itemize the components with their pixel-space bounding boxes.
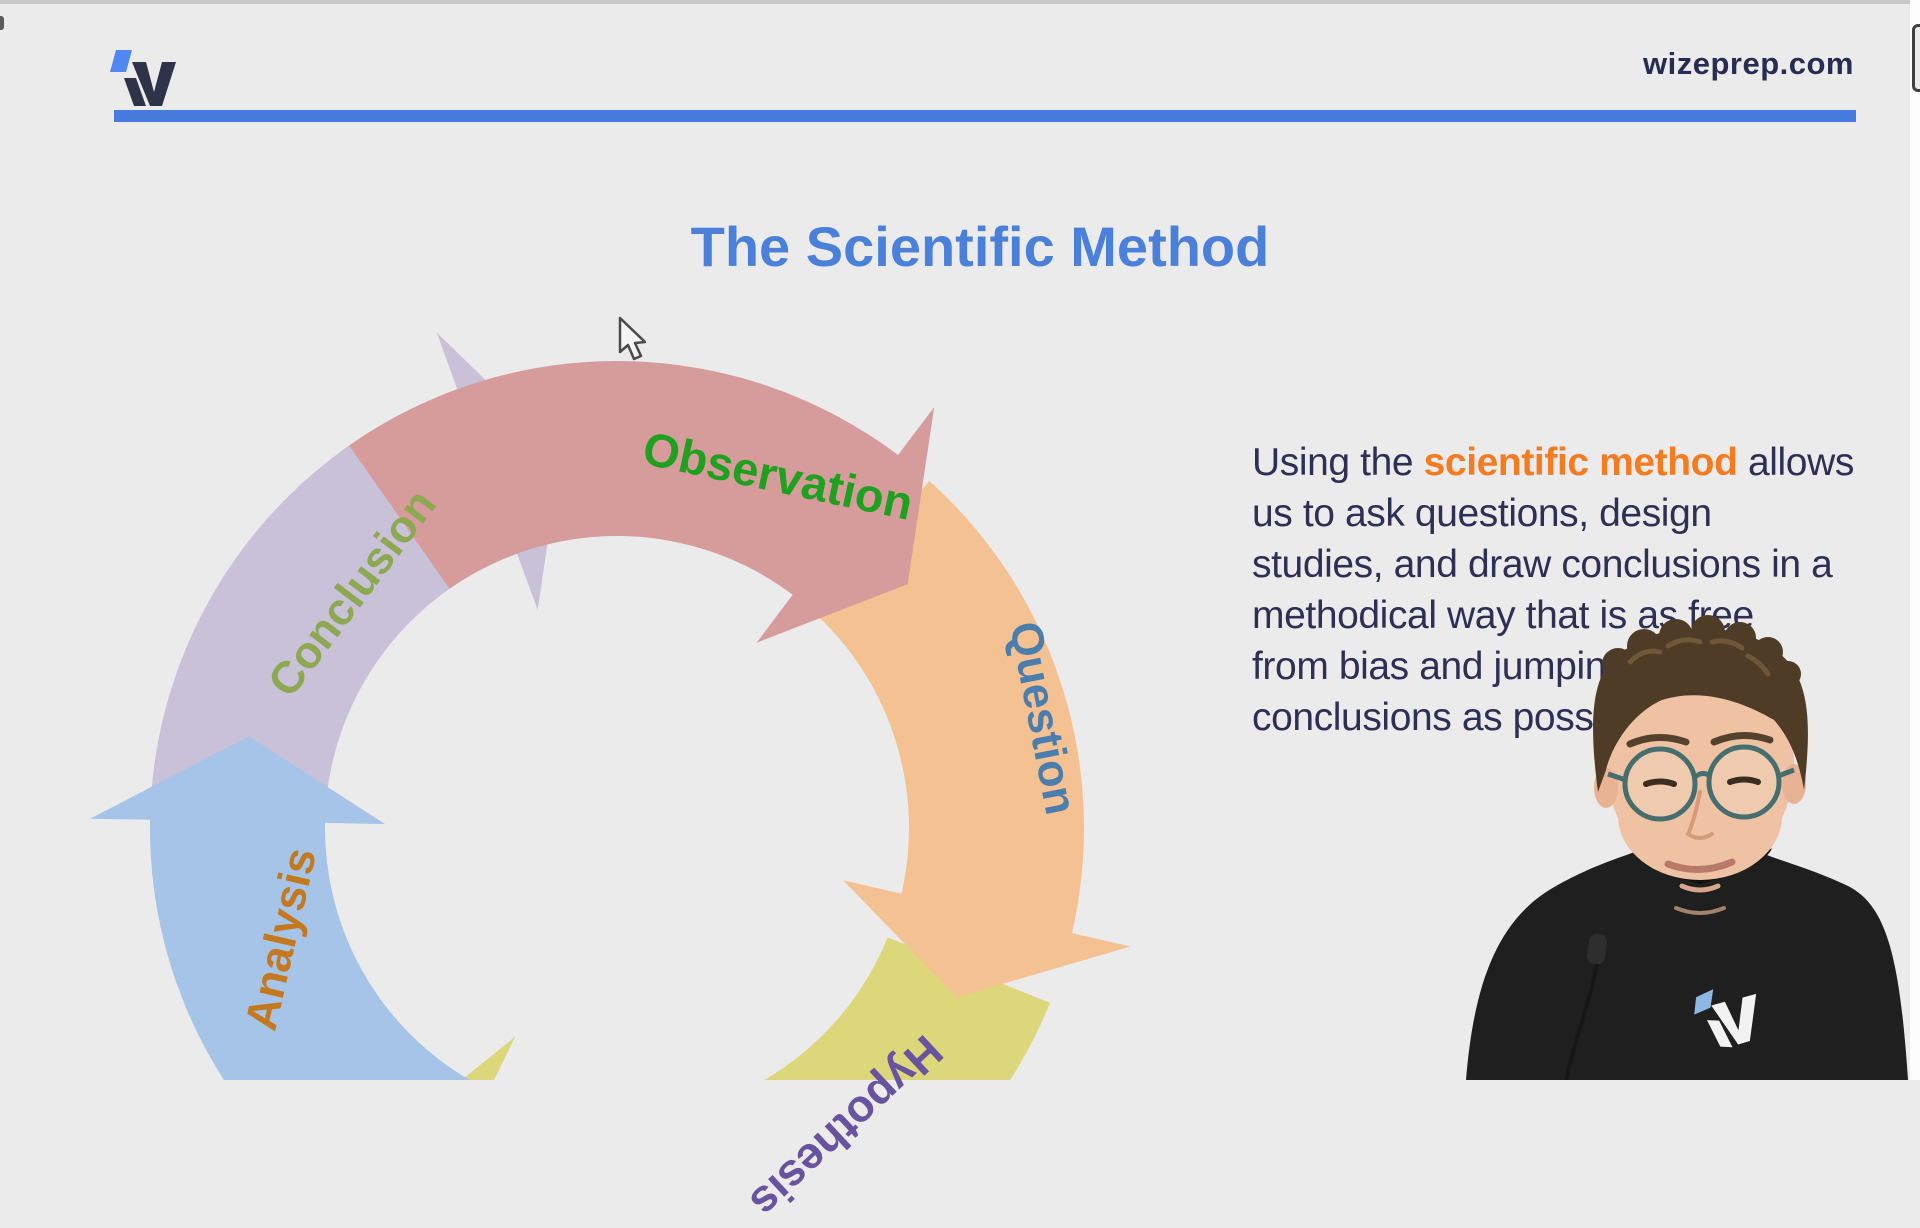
presenter-glasses [1607,744,1795,822]
cycle-label-observation: Observation [638,421,918,530]
paragraph-text: from bias and jumping to [1252,645,1670,688]
cycle-arrow-hypothesis [461,937,1050,1080]
paragraph-text: Using the [1252,441,1424,484]
presenter-mic [1564,933,1608,1080]
left-edge-artifact [0,16,4,30]
cycle-label-hypothesis: Hypothesis [740,1025,953,1228]
presenter-shirt [1466,818,1908,1080]
slide-title: The Scientific Method [690,215,1270,278]
paragraph-text: conclusions as possib [1252,696,1623,739]
paragraph-text: methodical way that is as free [1252,594,1754,637]
window-top-border [0,0,1920,4]
paragraph-text: us to ask questions, design [1252,492,1712,535]
logo-blue-tick [110,50,132,72]
scrollbar-track[interactable] [1910,0,1920,1080]
paragraph-text: allows [1737,441,1854,484]
intro-paragraph: Using the scientific method allows us to… [1252,437,1892,743]
highlight-scientific-method: scientific method [1423,441,1738,484]
site-label: wizeprep.com [1643,46,1854,81]
cycle-label-question: Question [999,617,1088,819]
wizeprep-logo [110,50,176,106]
logo-w-mark [124,62,176,106]
header-rule [114,110,1856,122]
paragraph-text: studies, and draw conclusions in a [1252,543,1833,586]
scrollbar-thumb[interactable] [1912,24,1920,92]
shirt-logo [1694,989,1757,1048]
